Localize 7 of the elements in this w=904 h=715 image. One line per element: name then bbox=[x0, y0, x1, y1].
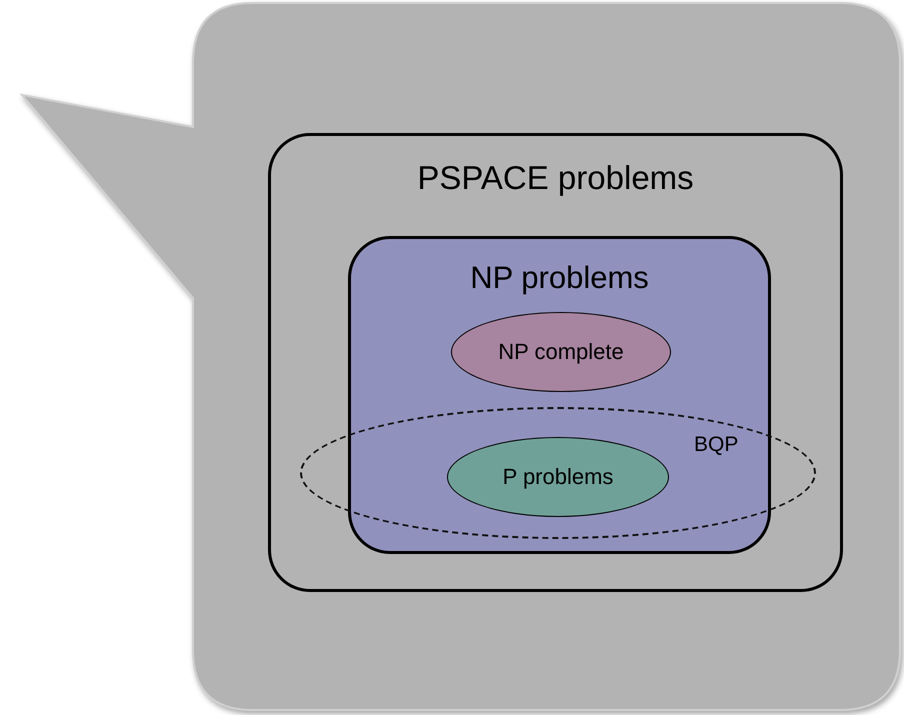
set-box bbox=[268, 133, 843, 592]
set-label: BQP bbox=[694, 433, 738, 456]
region-label: P problems bbox=[502, 464, 614, 490]
region-label: PSPACE problems bbox=[417, 160, 694, 196]
region-label: NP problems bbox=[470, 261, 649, 296]
region-label: NP complete bbox=[498, 340, 624, 364]
dashed-set-ellipse bbox=[300, 407, 816, 539]
